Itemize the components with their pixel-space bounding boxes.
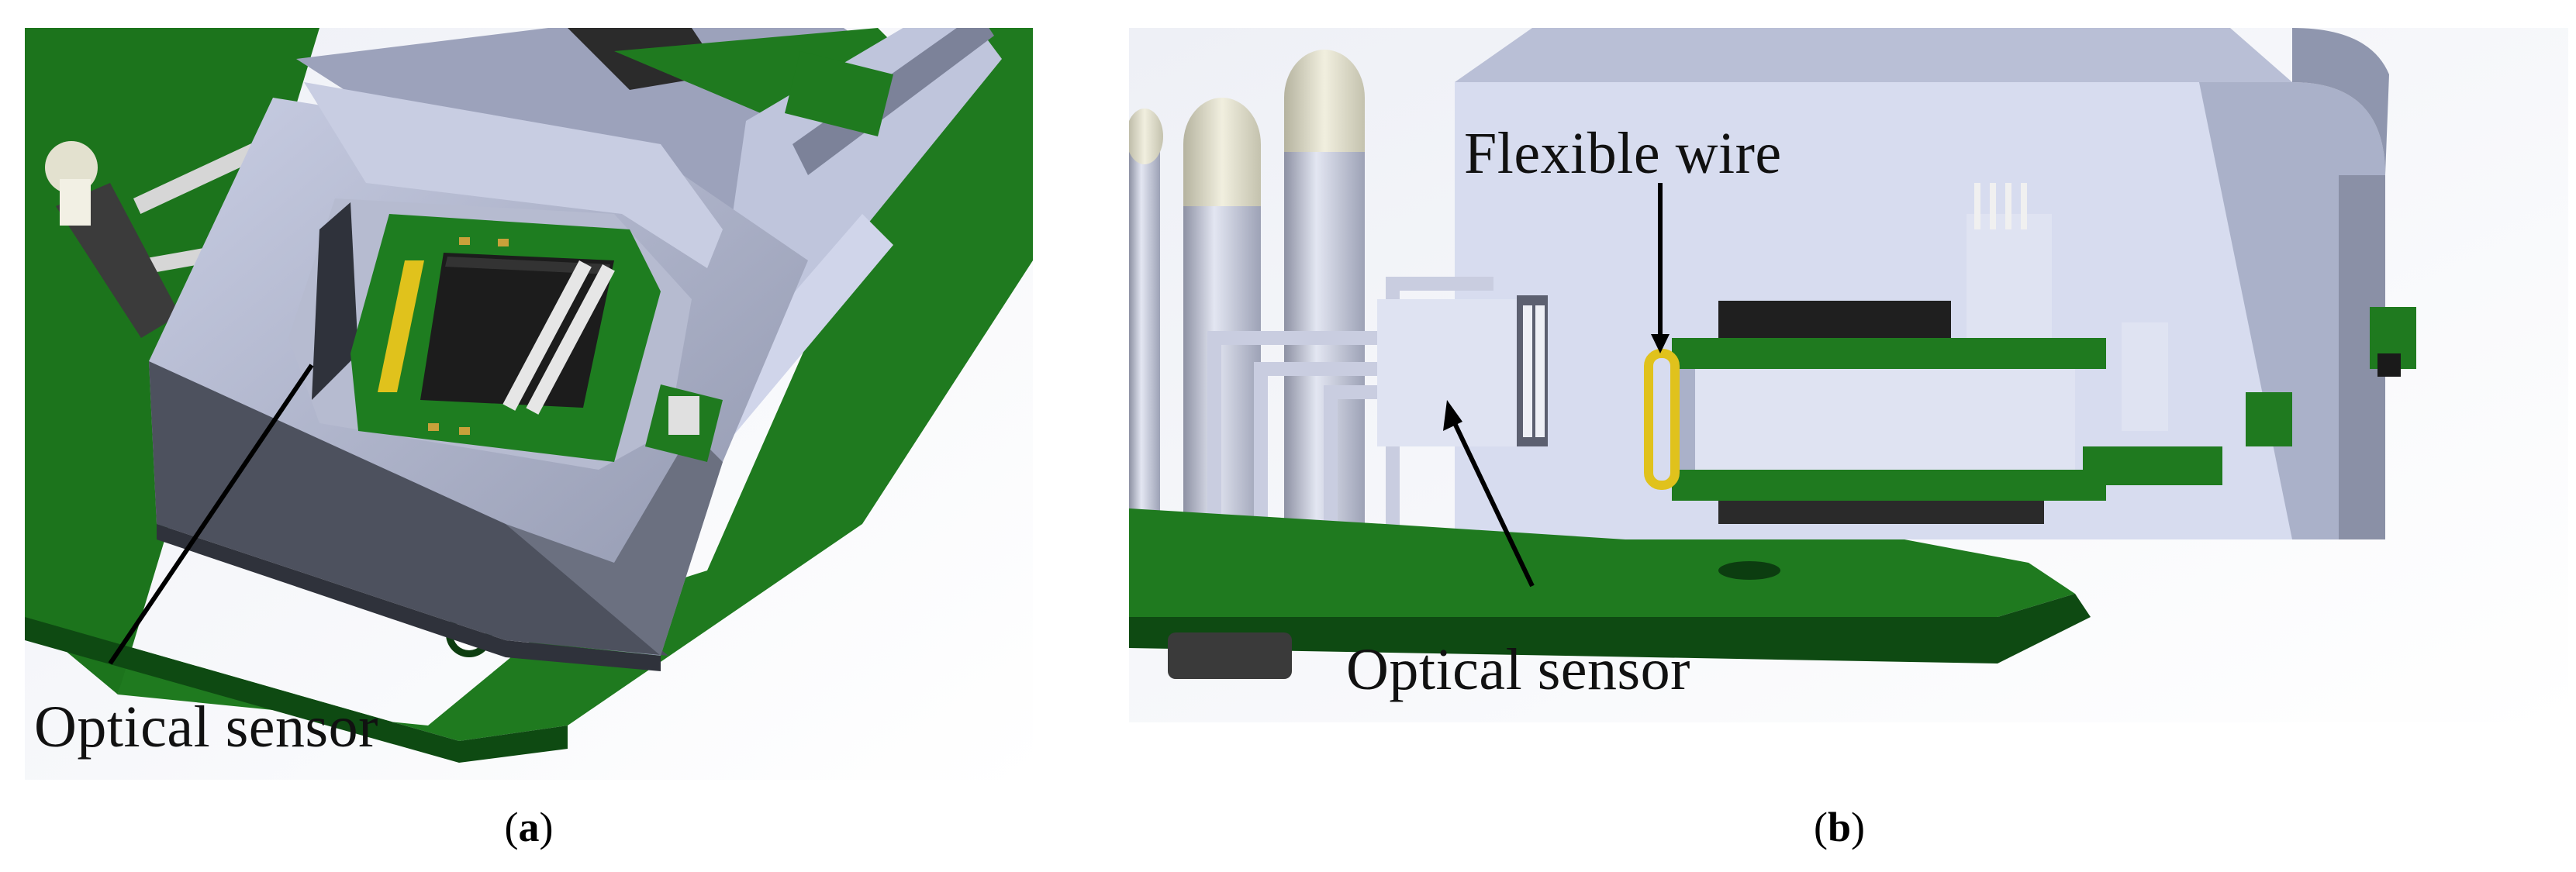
panel-a-illustration (25, 28, 1033, 780)
panel-b-illustration (1129, 28, 2568, 722)
pcb-board (25, 28, 1033, 741)
caption-letter: a (518, 804, 540, 850)
subfigure-caption-a: (a) (505, 803, 554, 851)
connector-leads (1207, 277, 1493, 563)
flex-wire-b (1644, 349, 1680, 490)
optical-sensor-block-b (1377, 295, 1548, 446)
caption-close-paren: ) (1851, 804, 1866, 850)
caption-open-paren: ( (504, 804, 519, 850)
pin-header (502, 260, 615, 415)
callout-flexible-wire: Flexible wire (1464, 121, 1782, 186)
flex-wire (378, 260, 424, 392)
pcb-board-b (1129, 508, 2075, 617)
optical-sensor-leader-line-a (108, 364, 314, 665)
panel-a-render (25, 28, 1033, 780)
caption-letter: b (1827, 804, 1852, 850)
caption-open-paren: ( (1813, 804, 1828, 850)
sensor-module-stack (1672, 183, 2222, 524)
panel-b-render (1129, 28, 2568, 722)
callout-optical-sensor-a: Optical sensor (34, 694, 378, 760)
caption-close-paren: ) (539, 804, 554, 850)
callout-optical-sensor-b: Optical sensor (1346, 637, 1690, 702)
optical-sensor-leader-line-b (1452, 422, 1535, 588)
subfigure-caption-b: (b) (1814, 803, 1865, 851)
